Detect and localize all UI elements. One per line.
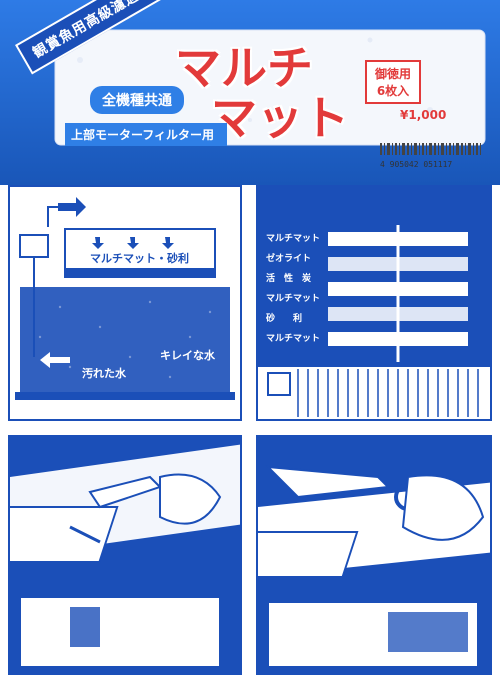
diagram-tank-flow: マルチマット・砂利 汚れた水 キレイな水 bbox=[8, 185, 242, 421]
clean-water-label: キレイな水 bbox=[160, 347, 215, 363]
instruction-knife-cut bbox=[0, 435, 242, 675]
count-box: 御徳用 6枚入 bbox=[365, 60, 422, 104]
clean-water-text: キレイな水 bbox=[160, 349, 215, 362]
dirty-water-text: 汚れた水 bbox=[82, 367, 126, 380]
count-line-2: 6枚入 bbox=[376, 84, 410, 98]
layers-illustration bbox=[258, 187, 490, 419]
product-package: 観賞魚用高級濾過材 全機種共通 マルチ マット 上部モーターフィルター用 御徳用… bbox=[0, 0, 500, 185]
brand-line-1: マルチ bbox=[175, 41, 313, 95]
count-line-1: 御徳用 bbox=[375, 67, 412, 81]
usage-bar: 上部モーターフィルター用 bbox=[65, 123, 227, 146]
filter-caption-text: マルチマット・砂利 bbox=[90, 252, 189, 265]
barcode: 4 905042 051117 bbox=[380, 140, 485, 169]
filter-caption: マルチマット・砂利 bbox=[90, 250, 189, 266]
knife-illustration bbox=[0, 437, 240, 673]
brand-line-2: マット bbox=[211, 91, 349, 145]
layer-label: 活 性 炭 bbox=[266, 274, 312, 284]
layer-label: マルチマット bbox=[266, 234, 321, 244]
layer-label: 砂 利 bbox=[266, 314, 303, 324]
badge-text: 全機種共通 bbox=[102, 93, 172, 109]
scissors-illustration bbox=[221, 437, 490, 673]
barcode-number: 4 905042 051117 bbox=[380, 160, 453, 169]
barcode-bars bbox=[380, 143, 481, 155]
layer-labels: マルチマット ゼオライト 活 性 炭 マルチマット 砂 利 マルチマット bbox=[266, 229, 320, 349]
tank-illustration bbox=[15, 197, 235, 400]
layer-label: マルチマット bbox=[266, 294, 321, 304]
badge: 全機種共通 bbox=[90, 86, 184, 114]
layer-label: マルチマット bbox=[266, 334, 321, 344]
instruction-scissors-cut bbox=[221, 435, 492, 675]
usage-text: 上部モーターフィルター用 bbox=[71, 128, 215, 142]
brand-title: マルチ マット bbox=[175, 45, 349, 141]
price: ¥1,000 bbox=[400, 108, 446, 122]
diagram-filter-layers: マルチマット ゼオライト 活 性 炭 マルチマット 砂 利 マルチマット bbox=[256, 185, 492, 421]
price-text: ¥1,000 bbox=[400, 108, 447, 122]
dirty-water-label: 汚れた水 bbox=[82, 365, 126, 381]
layer-label: ゼオライト bbox=[266, 254, 312, 264]
